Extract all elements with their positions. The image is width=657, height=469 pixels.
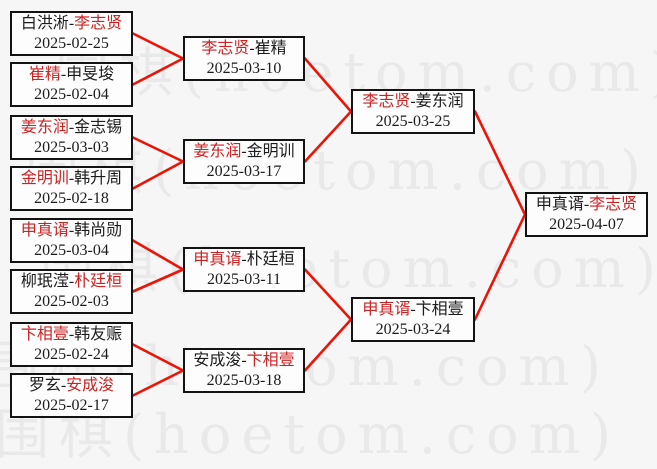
match-box-r1-3: 姜东润-金志锡 2025-03-03 — [10, 115, 133, 160]
player-name: 朴廷桓 — [74, 273, 123, 290]
match-players: 姜东润-金志锡 — [12, 118, 131, 138]
match-players: 申真谞-朴廷桓 — [185, 250, 303, 270]
player-name: 卞相壹 — [20, 326, 69, 343]
match-box-r2-1: 李志贤-崔精 2025-03-10 — [183, 36, 305, 81]
vs-separator: - — [241, 143, 247, 160]
match-players: 姜东润-金明训 — [185, 142, 303, 162]
match-players: 申真谞-卞相壹 — [353, 300, 473, 320]
vs-separator: - — [410, 93, 416, 110]
player-name: 李志贤 — [589, 196, 638, 213]
player-name: 金志锡 — [74, 119, 123, 136]
player-name: 金明训 — [20, 170, 69, 187]
player-name: 崔精 — [28, 66, 61, 83]
match-date: 2025-02-03 — [34, 293, 109, 310]
match-players: 白洪淅-李志贤 — [12, 14, 131, 34]
match-box-r2-3: 申真谞-朴廷桓 2025-03-11 — [183, 247, 305, 292]
vs-separator: - — [583, 196, 590, 213]
player-name: 李志贤 — [74, 15, 123, 32]
player-name: 卞相壹 — [246, 352, 295, 369]
match-players: 申真谞-韩尚勋 — [12, 221, 131, 241]
match-date: 2025-03-04 — [34, 242, 109, 259]
match-box-final: 申真谞-李志贤 2025-04-07 — [525, 192, 648, 237]
player-name: 申真谞 — [535, 196, 584, 213]
match-box-r2-2: 姜东润-金明训 2025-03-17 — [183, 139, 305, 184]
match-players: 安成浚-卞相壹 — [185, 351, 303, 371]
match-box-r1-1: 白洪淅-李志贤 2025-02-25 — [10, 11, 133, 56]
match-players: 李志贤-姜东润 — [353, 92, 473, 112]
vs-separator: - — [68, 326, 75, 343]
match-players: 金明训-韩升周 — [12, 169, 131, 189]
match-box-r3-2: 申真谞-卞相壹 2025-03-24 — [351, 297, 475, 342]
player-name: 李志贤 — [362, 93, 411, 110]
bracket-connector-lines — [131, 32, 527, 397]
player-name: 白洪淅 — [20, 15, 69, 32]
match-players: 卞相壹-韩友赈 — [12, 325, 131, 345]
match-box-r1-8: 罗玄-安成浚 2025-02-17 — [10, 373, 133, 418]
vs-separator: - — [68, 170, 75, 187]
player-name: 卞相壹 — [415, 301, 464, 318]
vs-separator: - — [410, 301, 416, 318]
player-name: 姜东润 — [20, 119, 69, 136]
match-players: 柳珉滢-朴廷桓 — [12, 272, 131, 292]
match-date: 2025-03-25 — [375, 113, 451, 130]
match-box-r1-5: 申真谞-韩尚勋 2025-03-04 — [10, 218, 133, 263]
match-players: 申真谞-李志贤 — [527, 195, 646, 215]
match-date: 2025-03-17 — [206, 163, 282, 180]
vs-separator: - — [241, 352, 247, 369]
vs-separator: - — [68, 15, 75, 32]
vs-separator: - — [68, 222, 75, 239]
vs-separator: - — [60, 377, 67, 394]
vs-separator: - — [241, 251, 247, 268]
player-name: 安成浚 — [66, 377, 115, 394]
match-date: 2025-02-17 — [34, 397, 109, 414]
match-date: 2025-03-03 — [34, 139, 109, 156]
player-name: 柳珉滢 — [20, 273, 69, 290]
tournament-bracket-page: { "colors": { "page_bg": "#f6f6f6", "box… — [0, 11, 657, 466]
match-date: 2025-03-18 — [206, 372, 282, 389]
match-box-r1-6: 柳珉滢-朴廷桓 2025-02-03 — [10, 269, 133, 314]
match-date: 2025-04-07 — [549, 216, 624, 233]
match-box-r1-2: 崔精-申旻埈 2025-02-04 — [10, 62, 133, 107]
vs-separator: - — [249, 40, 255, 57]
match-date: 2025-03-11 — [206, 271, 282, 288]
match-date: 2025-02-18 — [34, 190, 109, 207]
match-players: 李志贤-崔精 — [185, 39, 303, 59]
vs-separator: - — [68, 119, 75, 136]
player-name: 韩尚勋 — [74, 222, 123, 239]
player-name: 申真谞 — [362, 301, 411, 318]
player-name: 申真谞 — [20, 222, 69, 239]
match-date: 2025-02-04 — [34, 86, 109, 103]
player-name: 朴廷桓 — [246, 251, 295, 268]
player-name: 安成浚 — [193, 352, 242, 369]
match-box-r1-7: 卞相壹-韩友赈 2025-02-24 — [10, 322, 133, 367]
player-name: 姜东润 — [193, 143, 242, 160]
match-box-r1-4: 金明训-韩升周 2025-02-18 — [10, 166, 133, 211]
vs-separator: - — [60, 66, 67, 83]
player-name: 申真谞 — [193, 251, 242, 268]
player-name: 崔精 — [254, 40, 287, 57]
match-players: 崔精-申旻埈 — [12, 65, 131, 85]
vs-separator: - — [68, 273, 75, 290]
match-date: 2025-03-10 — [206, 60, 282, 77]
player-name: 罗玄 — [28, 377, 61, 394]
player-name: 申旻埈 — [66, 66, 115, 83]
player-name: 金明训 — [246, 143, 295, 160]
match-players: 罗玄-安成浚 — [12, 376, 131, 396]
match-date: 2025-02-25 — [34, 35, 109, 52]
player-name: 姜东润 — [415, 93, 464, 110]
match-date: 2025-02-24 — [34, 346, 109, 363]
player-name: 韩友赈 — [74, 326, 123, 343]
match-date: 2025-03-24 — [375, 321, 451, 338]
player-name: 韩升周 — [74, 170, 123, 187]
match-box-r3-1: 李志贤-姜东润 2025-03-25 — [351, 89, 475, 134]
player-name: 李志贤 — [201, 40, 250, 57]
match-box-r2-4: 安成浚-卞相壹 2025-03-18 — [183, 348, 305, 393]
